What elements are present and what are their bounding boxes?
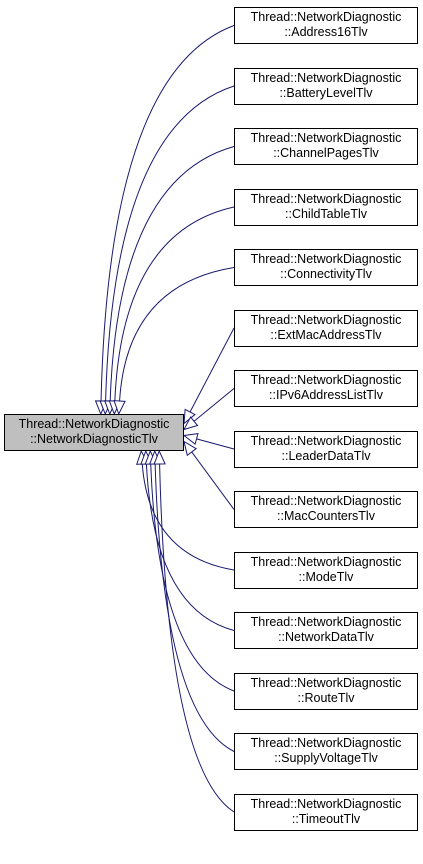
derived-class-name-line1: Thread::NetworkDiagnostic xyxy=(250,433,402,448)
derived-class-name-line1: Thread::NetworkDiagnostic xyxy=(250,554,402,569)
derived-class-node[interactable]: Thread::NetworkDiagnostic::ModeTlv xyxy=(234,551,418,589)
derived-class-node[interactable]: Thread::NetworkDiagnostic::LeaderDataTlv xyxy=(234,430,418,468)
inheritance-edge xyxy=(159,463,235,813)
derived-class-name-line1: Thread::NetworkDiagnostic xyxy=(250,10,402,24)
derived-class-name-line2: ::Address16Tlv xyxy=(284,25,368,39)
derived-class-name-line2: ::ExtMacAddressTlv xyxy=(270,327,382,342)
derived-class-node[interactable]: Thread::NetworkDiagnostic::RouteTlv xyxy=(234,672,418,710)
derived-class-name-line2: ::NetworkDataTlv xyxy=(278,630,374,644)
derived-class-name-line2: ::ConnectivityTlv xyxy=(280,267,372,281)
inheritance-arrowhead xyxy=(182,432,199,446)
derived-class-name-line1: Thread::NetworkDiagnostic xyxy=(250,70,402,85)
derived-class-node[interactable]: Thread::NetworkDiagnostic::SupplyVoltage… xyxy=(234,733,418,770)
derived-class-name-line1: Thread::NetworkDiagnostic xyxy=(250,796,402,811)
inheritance-edge xyxy=(189,327,235,413)
inheritance-edge xyxy=(193,388,235,422)
inheritance-edge xyxy=(145,463,235,631)
inheritance-edge xyxy=(150,463,235,692)
inheritance-arrowhead xyxy=(113,400,126,416)
derived-class-node[interactable]: Thread::NetworkDiagnostic::ExtMacAddress… xyxy=(234,309,418,347)
derived-class-node[interactable]: Thread::NetworkDiagnostic::ConnectivityT… xyxy=(234,249,418,286)
derived-class-name-line2: ::RouteTlv xyxy=(297,690,355,705)
derived-class-name-line2: ::LeaderDataTlv xyxy=(281,448,371,463)
inheritance-edge xyxy=(196,438,235,450)
derived-class-node[interactable]: Thread::NetworkDiagnostic::NetworkDataTl… xyxy=(234,612,418,649)
derived-class-name-line1: Thread::NetworkDiagnostic xyxy=(250,675,402,690)
derived-class-name-line2: ::ChildTableTlv xyxy=(285,206,367,221)
inheritance-edge xyxy=(109,146,235,402)
derived-class-name-line2: ::MacCountersTlv xyxy=(277,509,375,523)
base-class-node[interactable]: Thread::NetworkDiagnostic ::NetworkDiagn… xyxy=(4,414,184,451)
base-class-name-line2: ::NetworkDiagnosticTlv xyxy=(30,432,158,446)
derived-class-node[interactable]: Thread::NetworkDiagnostic::Address16Tlv xyxy=(234,7,418,44)
derived-class-name-line1: Thread::NetworkDiagnostic xyxy=(250,494,402,508)
derived-class-name-line1: Thread::NetworkDiagnostic xyxy=(250,191,402,206)
derived-class-name-line1: Thread::NetworkDiagnostic xyxy=(250,252,402,266)
derived-class-name-line2: ::TimeoutTlv xyxy=(291,811,361,826)
inheritance-edge xyxy=(119,267,235,402)
derived-class-name-line2: ::IPv6AddressListTlv xyxy=(269,388,383,402)
inheritance-arrowhead xyxy=(183,416,199,431)
inheritance-edge xyxy=(154,463,235,752)
base-class-name-line1: Thread::NetworkDiagnostic xyxy=(18,417,170,431)
derived-class-name-line2: ::ModeTlv xyxy=(298,569,354,584)
derived-class-node[interactable]: Thread::NetworkDiagnostic::IPv6AddressLi… xyxy=(234,370,418,407)
derived-class-name-line1: Thread::NetworkDiagnostic xyxy=(250,736,402,750)
inheritance-edge xyxy=(114,206,235,402)
inheritance-edge xyxy=(191,451,235,510)
derived-class-name-line1: Thread::NetworkDiagnostic xyxy=(250,312,402,327)
inheritance-edge xyxy=(141,463,235,571)
derived-class-node[interactable]: Thread::NetworkDiagnostic::ChannelPagesT… xyxy=(234,128,418,165)
derived-class-name-line2: ::SupplyVoltageTlv xyxy=(274,751,378,765)
derived-class-name-line1: Thread::NetworkDiagnostic xyxy=(250,373,402,387)
derived-class-name-line1: Thread::NetworkDiagnostic xyxy=(250,131,402,145)
inheritance-edge xyxy=(100,25,235,402)
inheritance-edge xyxy=(105,85,235,402)
derived-class-name-line1: Thread::NetworkDiagnostic xyxy=(250,615,402,629)
derived-class-name-line2: ::BatteryLevelTlv xyxy=(279,85,373,100)
derived-class-node[interactable]: Thread::NetworkDiagnostic::MacCountersTl… xyxy=(234,491,418,528)
derived-class-name-line2: ::ChannelPagesTlv xyxy=(273,146,379,160)
inheritance-arrowhead xyxy=(183,440,198,457)
inheritance-arrowhead xyxy=(153,449,166,465)
derived-class-node[interactable]: Thread::NetworkDiagnostic::ChildTableTlv xyxy=(234,188,418,226)
derived-class-node[interactable]: Thread::NetworkDiagnostic::BatteryLevelT… xyxy=(234,67,418,105)
derived-class-node[interactable]: Thread::NetworkDiagnostic::TimeoutTlv xyxy=(234,793,418,831)
